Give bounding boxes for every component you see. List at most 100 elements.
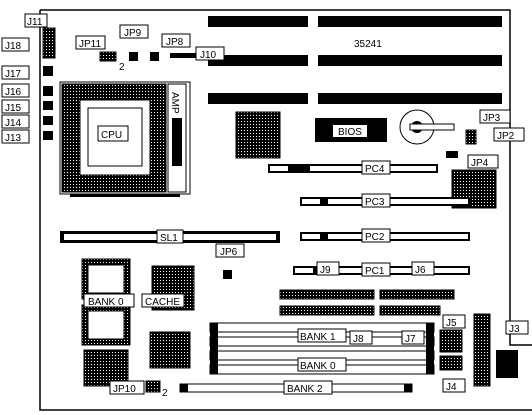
label-box-jp6: [215, 243, 245, 258]
j8-connector: [279, 305, 375, 316]
label-box-pc4: [361, 160, 391, 175]
label-box-jp9: [119, 24, 149, 39]
label-box-j7: [401, 330, 425, 345]
label-box-jp2: [493, 127, 525, 142]
label-box-bank2: [283, 380, 333, 395]
label-jp10: JP10: [113, 384, 136, 395]
label-box-j13: [1, 129, 30, 144]
battery: [399, 109, 455, 145]
label-box-pc2: [361, 228, 391, 243]
chip-lower-center: [149, 331, 191, 369]
isa-slot-1-right: [318, 16, 502, 27]
label-box-j15: [1, 99, 30, 114]
label-j4: J4: [446, 382, 457, 393]
label-box-jp4: [467, 154, 499, 169]
label-j10: J10: [200, 50, 217, 61]
label-pc2: PC2: [365, 232, 385, 243]
j17-j13-headers: [43, 66, 53, 140]
label-j18: J18: [5, 41, 22, 52]
isa-slot-3-right: [318, 93, 502, 104]
label-box-jp8: [161, 33, 191, 48]
label-j5: J5: [446, 318, 457, 329]
label-box-j4: [442, 378, 466, 393]
label-cache: CACHE: [145, 297, 180, 308]
label-bank0-cache: BANK 0: [88, 297, 124, 308]
label-box-jp10: [109, 380, 145, 395]
j10-header: [170, 53, 196, 58]
label-bios: BIOS: [338, 127, 362, 138]
chip-lower-left: [83, 349, 129, 387]
label-box-j6: [411, 261, 435, 276]
label-j9: J9: [320, 265, 331, 276]
jp8-jumper: [150, 52, 159, 61]
pc4-slot: [268, 164, 438, 173]
label-box-j10: [195, 46, 225, 61]
label-box-j11: [24, 13, 48, 28]
jp10-jumper: [145, 380, 161, 393]
label-jp10-pin: 2: [162, 388, 168, 399]
label-box-jp11: [75, 35, 106, 50]
label-box-bank0-cache: [83, 293, 135, 308]
isa-slot-2-left: [208, 55, 308, 66]
label-jp8: JP8: [166, 37, 184, 48]
label-j13: J13: [5, 133, 22, 144]
label-jp9: JP9: [124, 28, 142, 39]
jp6-jumper: [223, 270, 232, 279]
label-bank0-simm: BANK 0: [300, 361, 336, 372]
label-j15: J15: [5, 103, 22, 114]
label-pc1: PC1: [365, 266, 385, 277]
label-box-bank1: [297, 328, 347, 343]
label-j16: J16: [5, 87, 22, 98]
label-jp2: JP2: [497, 131, 515, 142]
jp4-jumper: [446, 151, 458, 158]
label-box-jp3: [479, 109, 511, 124]
isa-slot-3-left: [208, 93, 308, 104]
label-j6: J6: [415, 265, 426, 276]
label-sl1: SL1: [160, 233, 178, 244]
label-box-j3: [505, 320, 529, 335]
label-j8: J8: [353, 334, 364, 345]
label-box-pc3: [361, 193, 391, 208]
keyboard-connector: [496, 350, 518, 378]
j5-header: [439, 329, 463, 353]
label-box-j18: [1, 37, 30, 52]
label-cpu: CPU: [101, 130, 122, 141]
label-pc3: PC3: [365, 197, 385, 208]
j7-connector: [379, 305, 441, 316]
jp11-jumper: [99, 51, 117, 62]
label-box-sl1: [156, 229, 184, 244]
label-jp11-pin: 2: [119, 62, 125, 73]
label-box-bank0-simm: [297, 357, 347, 372]
label-jp11: JP11: [79, 39, 101, 50]
j6-connector: [379, 289, 455, 300]
label-bank1: BANK 1: [300, 332, 336, 343]
label-amp: AMP: [169, 92, 180, 114]
label-box-j8: [349, 330, 373, 345]
bios-chip-window: [333, 125, 367, 137]
chip-left-center: [235, 111, 281, 159]
label-box-pc1: [361, 262, 391, 277]
j3-connector: [473, 313, 491, 387]
label-box-j17: [1, 65, 30, 80]
board-outline: [40, 9, 532, 346]
jp9-jumper: [129, 52, 138, 61]
label-j17: J17: [5, 69, 22, 80]
label-j14: J14: [5, 118, 22, 129]
cache-chips: [81, 258, 195, 346]
label-box-j5: [442, 314, 466, 329]
label-box-cache: [141, 293, 185, 308]
j9-connector: [279, 289, 375, 300]
jp2-jumper: [465, 129, 477, 145]
board-outline-bottom: [39, 10, 532, 411]
label-box-cpu: [97, 125, 129, 142]
j4-header: [439, 355, 463, 371]
j11-j18-header: [42, 27, 56, 59]
label-box-j14: [1, 114, 30, 129]
isa-slot-2-right: [318, 55, 502, 66]
board-model-label: 35241: [354, 39, 382, 50]
label-box-j9: [316, 261, 340, 276]
label-box-j16: [1, 83, 30, 98]
label-j11: J11: [27, 17, 43, 28]
label-pc4: PC4: [365, 164, 385, 175]
